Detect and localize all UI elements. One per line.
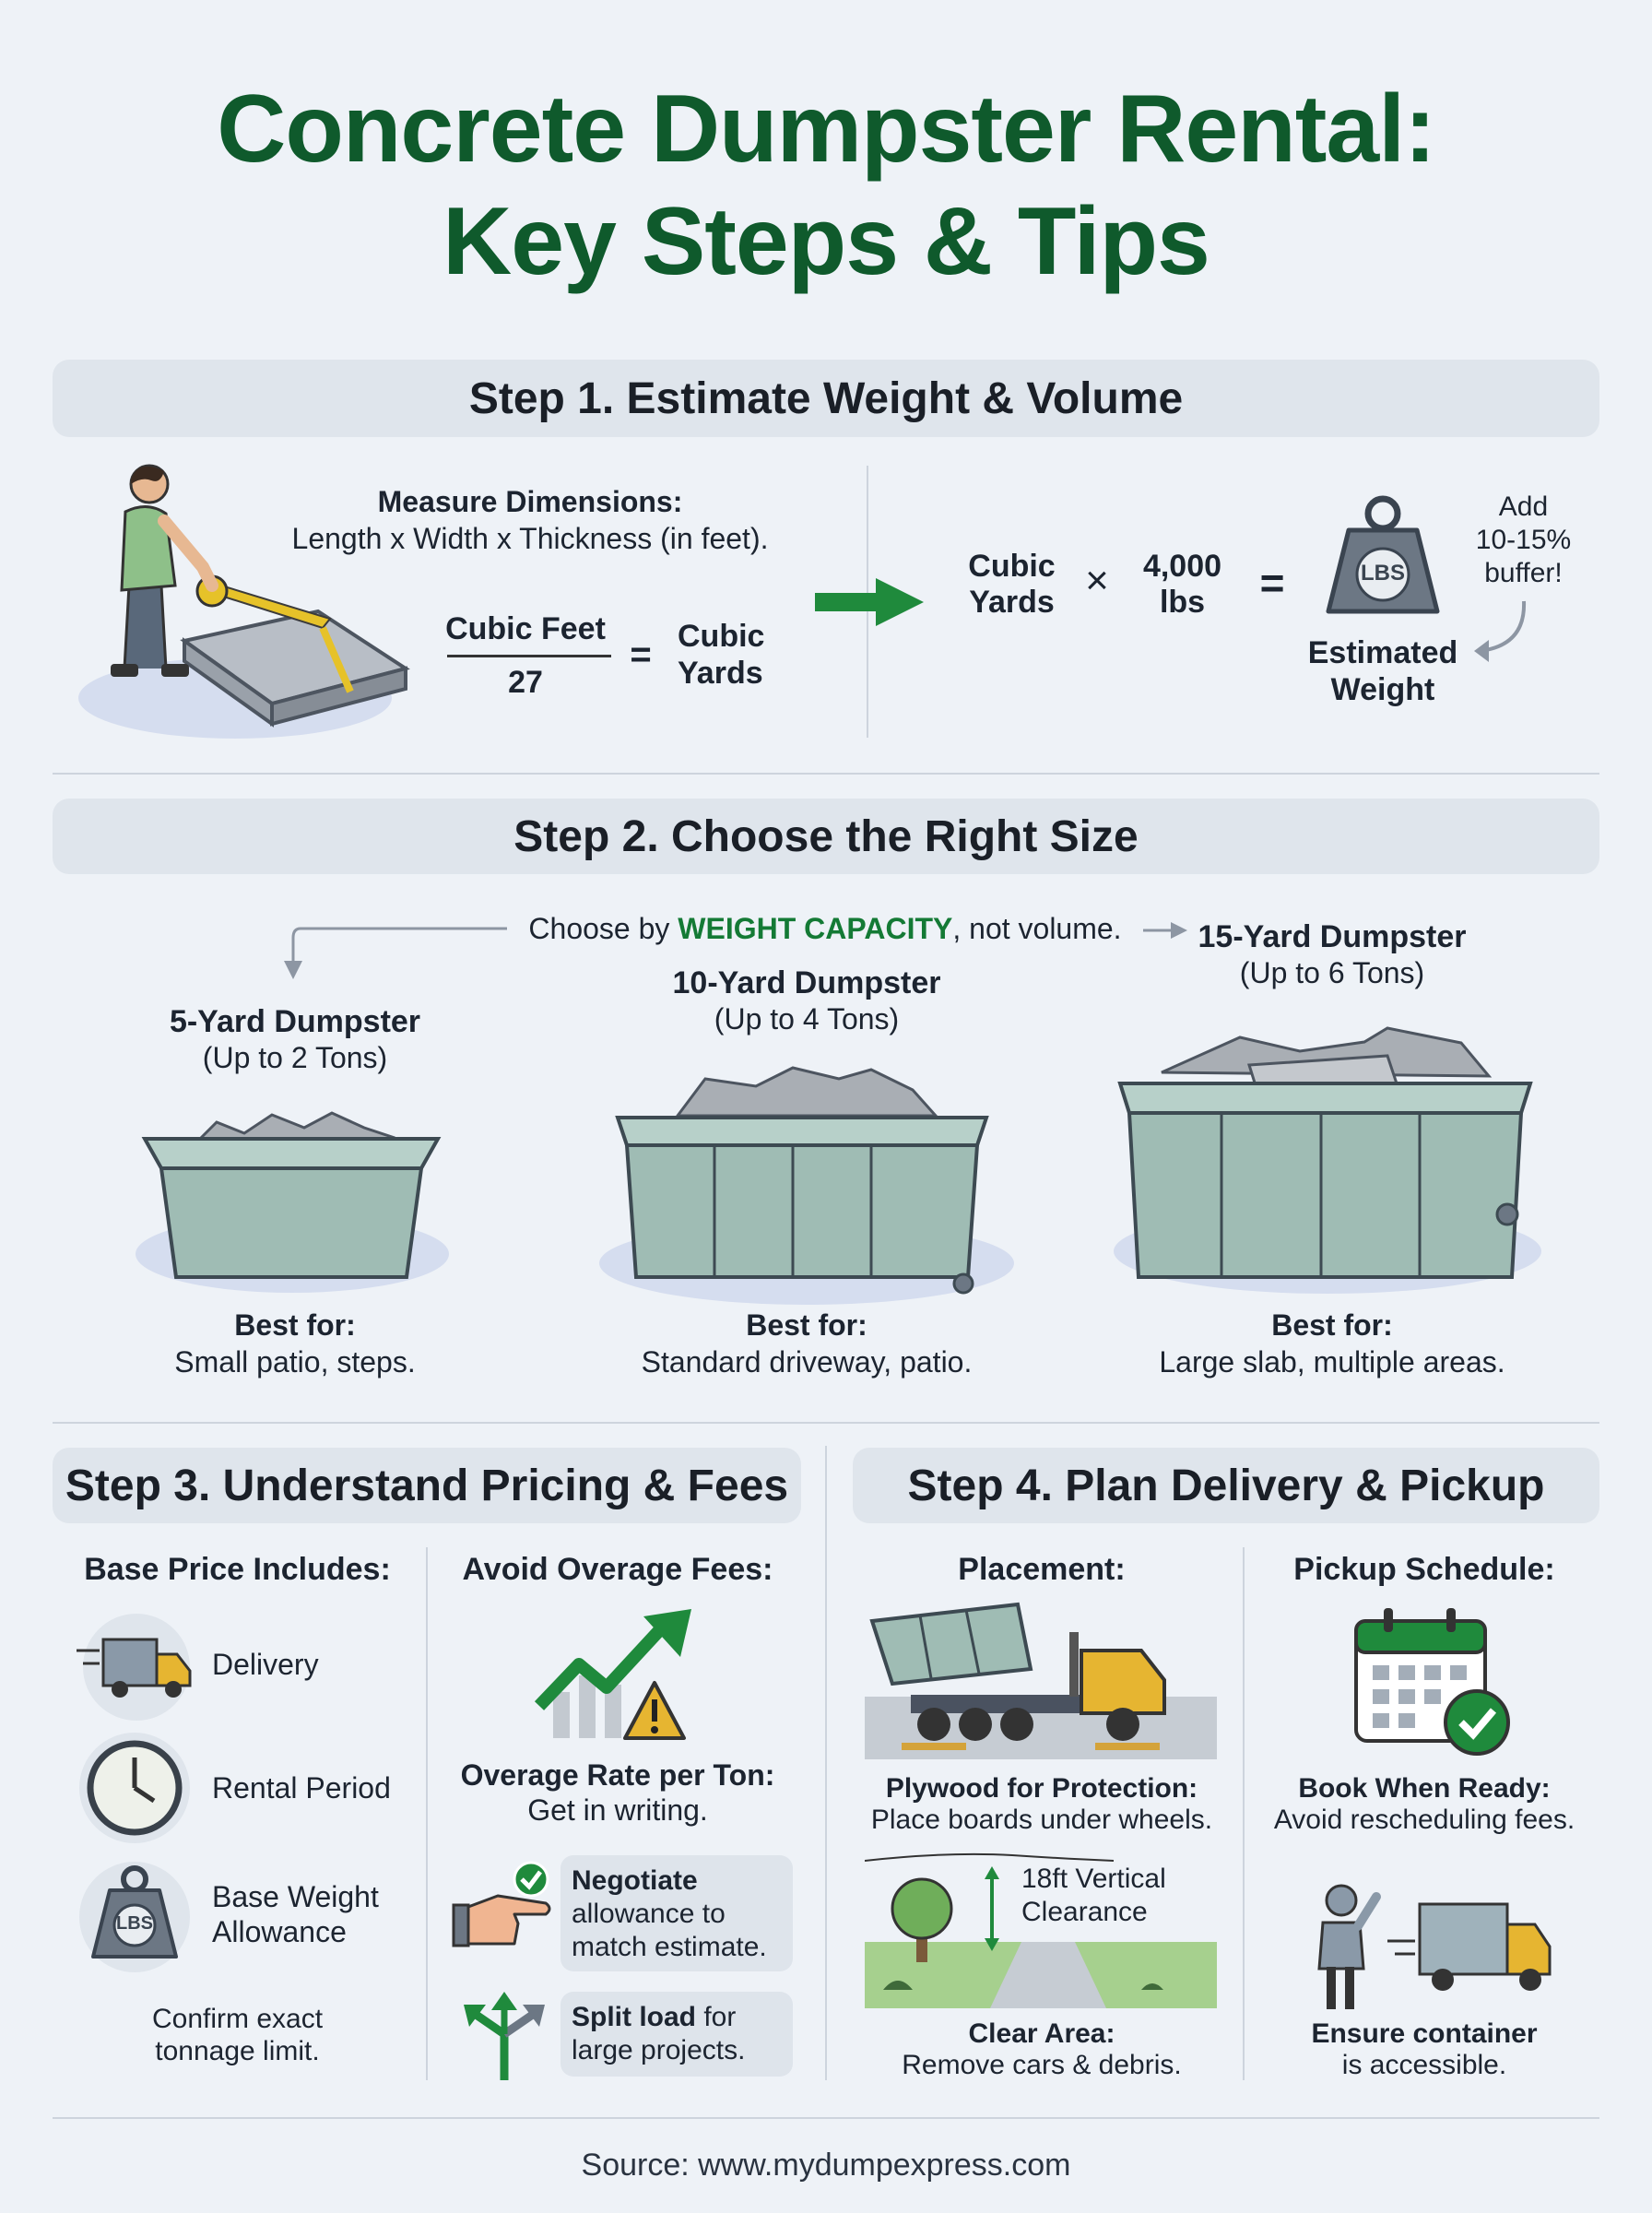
pickup-schedule-title: Pickup Schedule: [1293, 1552, 1555, 1587]
buffer-text: buffer! [1484, 558, 1563, 588]
avoid-overage-title: Avoid Overage Fees: [462, 1552, 773, 1587]
step2-heading: Step 2. Choose the Right Size [53, 799, 1599, 874]
formula-4000: 4,000 [1142, 549, 1222, 584]
estimated-line1: Estimated [1307, 635, 1458, 670]
buffer-add: Add [1498, 491, 1549, 522]
pointing-hand-check-icon [452, 1861, 551, 1947]
formula-cubic: Cubic [968, 549, 1056, 584]
clock-icon [79, 1733, 190, 1843]
plywood-title: Plywood for Protection: [885, 1773, 1198, 1804]
base-weight-icon-label: LBS [116, 1913, 153, 1934]
formula-lbs: lbs [1159, 585, 1206, 620]
step1-heading: Step 1. Estimate Weight & Volume [53, 360, 1599, 437]
split-line2: large projects. [572, 2035, 746, 2065]
ensure-text: is accessible. [1341, 2050, 1507, 2080]
fraction-bar [447, 655, 611, 657]
step4-divider [1243, 1547, 1245, 2080]
times-sign: × [1085, 558, 1109, 603]
size-5-name: 5-Yard Dumpster [169, 1004, 421, 1039]
size-5-best-text: Small patio, steps. [174, 1345, 416, 1379]
divider-3 [53, 2117, 1599, 2119]
divider-2 [53, 1422, 1599, 1424]
measure-title: Measure Dimensions: [377, 485, 683, 518]
split-bold: Split load [572, 2002, 696, 2032]
negotiate-line2: allowance to [572, 1899, 726, 1929]
small-right-arrow-icon [1143, 922, 1187, 939]
negotiate-line3: match estimate. [572, 1932, 767, 1962]
dumpster-15-yard-illustration [1114, 1026, 1541, 1294]
curved-arrow-icon [1474, 600, 1527, 662]
clear-area-text: Remove cars & debris. [902, 2050, 1182, 2080]
fraction-numerator: Cubic Feet [445, 611, 606, 646]
size-5-capacity: (Up to 2 Tons) [202, 1041, 388, 1074]
base-item-rental: Rental Period [212, 1771, 391, 1805]
size-10-capacity: (Up to 4 Tons) [714, 1002, 900, 1035]
weight-icon [1326, 495, 1440, 614]
dumpster-10-yard-illustration [599, 1066, 1014, 1305]
size-15-best-label: Best for: [1271, 1308, 1393, 1342]
step4-heading: Step 4. Plan Delivery & Pickup [853, 1448, 1599, 1523]
equals-sign: = [630, 634, 652, 675]
split-rest: for [696, 2002, 737, 2032]
clear-area-title: Clear Area: [968, 2018, 1115, 2049]
calendar-check-icon [1354, 1608, 1510, 1756]
base-item-allowance: Allowance [212, 1915, 347, 1948]
divider-1 [53, 773, 1599, 775]
estimated-line2: Weight [1330, 672, 1435, 707]
size-15-best-text: Large slab, multiple areas. [1159, 1345, 1505, 1379]
measure-text: Length x Width x Thickness (in feet). [291, 522, 769, 555]
size-10-best-label: Best for: [746, 1308, 867, 1342]
size-tip-suffix: , not volume. [952, 912, 1122, 945]
result-yards: Yards [678, 656, 763, 691]
page-title-line1: Concrete Dumpster Rental: [217, 76, 1435, 183]
size-15-name: 15-Yard Dumpster [1198, 919, 1467, 954]
ensure-title: Ensure container [1311, 2018, 1538, 2049]
size-10-name: 10-Yard Dumpster [672, 965, 941, 1000]
base-item-weight: Base Weight [212, 1880, 379, 1913]
weight-icon-label: LBS [1361, 561, 1405, 586]
buffer-percent: 10-15% [1475, 525, 1572, 555]
negotiate-tip: Negotiate allowance to match estimate. [560, 1855, 793, 1971]
left-curved-arrow-icon [284, 927, 507, 979]
source-link[interactable]: Source: www.mydumpexpress.com [581, 2148, 1071, 2183]
step3-heading: Step 3. Understand Pricing & Fees [53, 1448, 801, 1523]
size-tip: Choose by WEIGHT CAPACITY, not volume. [502, 911, 1148, 946]
right-arrow-icon [815, 578, 924, 626]
size-10-best-text: Standard driveway, patio. [641, 1345, 973, 1379]
fraction-denominator: 27 [508, 665, 543, 700]
split-load-tip: Split load for large projects. [560, 1992, 793, 2077]
book-title: Book When Ready: [1298, 1773, 1551, 1804]
book-text: Avoid rescheduling fees. [1273, 1805, 1575, 1835]
size-5-best-label: Best for: [234, 1308, 356, 1342]
person-truck-icon [1317, 1884, 1552, 2009]
size-tip-emphasis: WEIGHT CAPACITY [678, 912, 953, 945]
split-arrows-icon [464, 1992, 545, 2080]
dump-truck-placement-illustration [865, 1602, 1217, 1759]
step3-step4-divider [825, 1446, 827, 2080]
step3-divider [426, 1547, 428, 2080]
rising-chart-warning-icon [535, 1609, 691, 1740]
overage-rate-text: Get in writing. [527, 1793, 708, 1827]
base-price-title: Base Price Includes: [84, 1552, 391, 1587]
measuring-worker-illustration [78, 464, 410, 739]
overage-rate-title: Overage Rate per Ton: [460, 1758, 775, 1792]
base-item-delivery: Delivery [212, 1648, 319, 1681]
confirm-line2: tonnage limit. [155, 2036, 320, 2066]
base-weight-icon [79, 1862, 190, 1972]
formula-yards: Yards [969, 585, 1055, 620]
negotiate-bold: Negotiate [572, 1865, 698, 1896]
confirm-line1: Confirm exact [151, 2004, 324, 2034]
size-15-capacity: (Up to 6 Tons) [1239, 956, 1425, 989]
result-cubic: Cubic [678, 619, 765, 654]
formula-equals: = [1259, 559, 1285, 607]
plywood-text: Place boards under wheels. [870, 1805, 1213, 1835]
clearance-illustration [865, 1852, 1217, 2008]
clearance-line1: 18ft Vertical [1021, 1864, 1166, 1894]
page-title-line2: Key Steps & Tips [442, 188, 1210, 295]
dumpster-5-yard-illustration [136, 1111, 449, 1293]
delivery-truck-icon [77, 1614, 192, 1721]
clearance-line2: Clearance [1021, 1897, 1148, 1927]
placement-title: Placement: [958, 1552, 1126, 1587]
size-tip-prefix: Choose by [528, 912, 678, 945]
